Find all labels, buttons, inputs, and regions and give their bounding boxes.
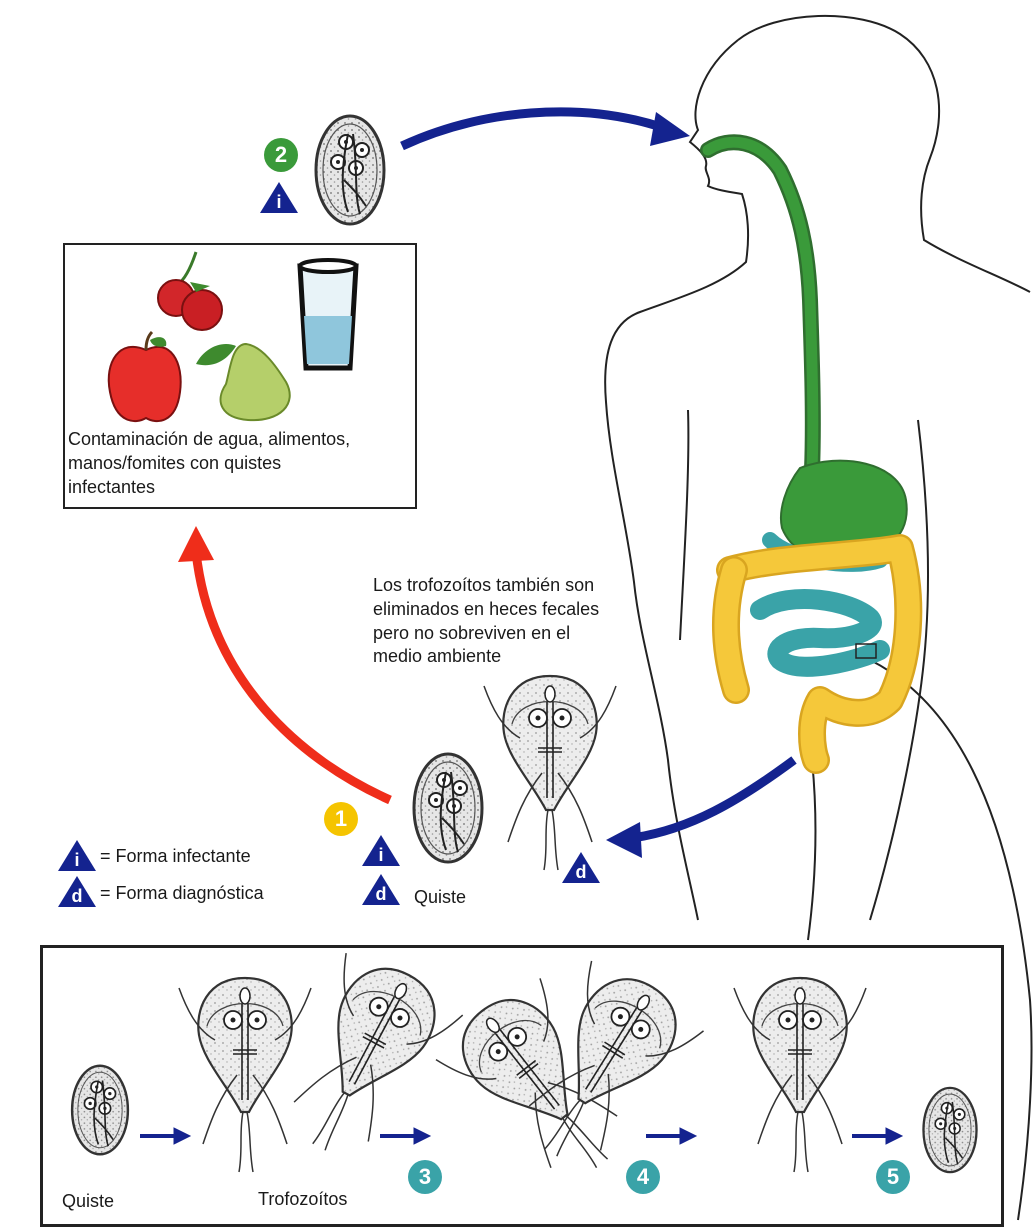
- legend-diagnostic-label: = Forma diagnóstica: [100, 882, 264, 906]
- step-2-badge: 2: [264, 138, 298, 172]
- trophozoite-icon: [484, 676, 616, 870]
- infective-marker-top: i: [260, 182, 298, 213]
- cyst-label: Quiste: [414, 886, 466, 910]
- note-line-4: medio ambiente: [373, 645, 673, 669]
- note-line-3: pero no sobreviven en el: [373, 622, 673, 646]
- digestive-tract: [708, 142, 908, 760]
- contamination-line-2: manos/fomites con quistes: [68, 452, 414, 476]
- diagnostic-marker-troph: d: [562, 852, 600, 883]
- contamination-line-1: Contaminación de agua, alimentos,: [68, 428, 414, 452]
- bottom-trophozoites-label: Trofozoítos: [258, 1188, 347, 1212]
- arrow-excretion: [632, 760, 794, 838]
- infective-marker-cyst: i: [362, 835, 400, 866]
- arrow-excretion-head: [606, 822, 642, 858]
- legend-infective-label: = Forma infectante: [100, 845, 251, 869]
- legend-diagnostic-marker: d: [58, 876, 96, 907]
- diagnostic-marker-cyst: d: [362, 874, 400, 905]
- arrow-ingestion-head: [650, 112, 690, 146]
- note-line-2: eliminados en heces fecales: [373, 598, 673, 622]
- note-line-1: Los trofozoítos también son: [373, 574, 673, 598]
- legend-infective-marker: i: [58, 840, 96, 871]
- trophozoite-note: Los trofozoítos también son eliminados e…: [373, 574, 673, 669]
- step-1-badge: 1: [324, 802, 358, 836]
- arrow-environment-head: [178, 526, 214, 562]
- contamination-text: Contaminación de agua, alimentos, manos/…: [68, 428, 414, 499]
- arrow-environment: [196, 552, 390, 800]
- contamination-line-3: infectantes: [68, 476, 414, 500]
- bottom-cyst-label: Quiste: [62, 1190, 114, 1214]
- arrow-ingestion: [402, 112, 664, 146]
- life-cycle-stages-box: [40, 945, 1004, 1227]
- cyst-icon: [316, 116, 384, 224]
- cyst-icon: [414, 754, 482, 862]
